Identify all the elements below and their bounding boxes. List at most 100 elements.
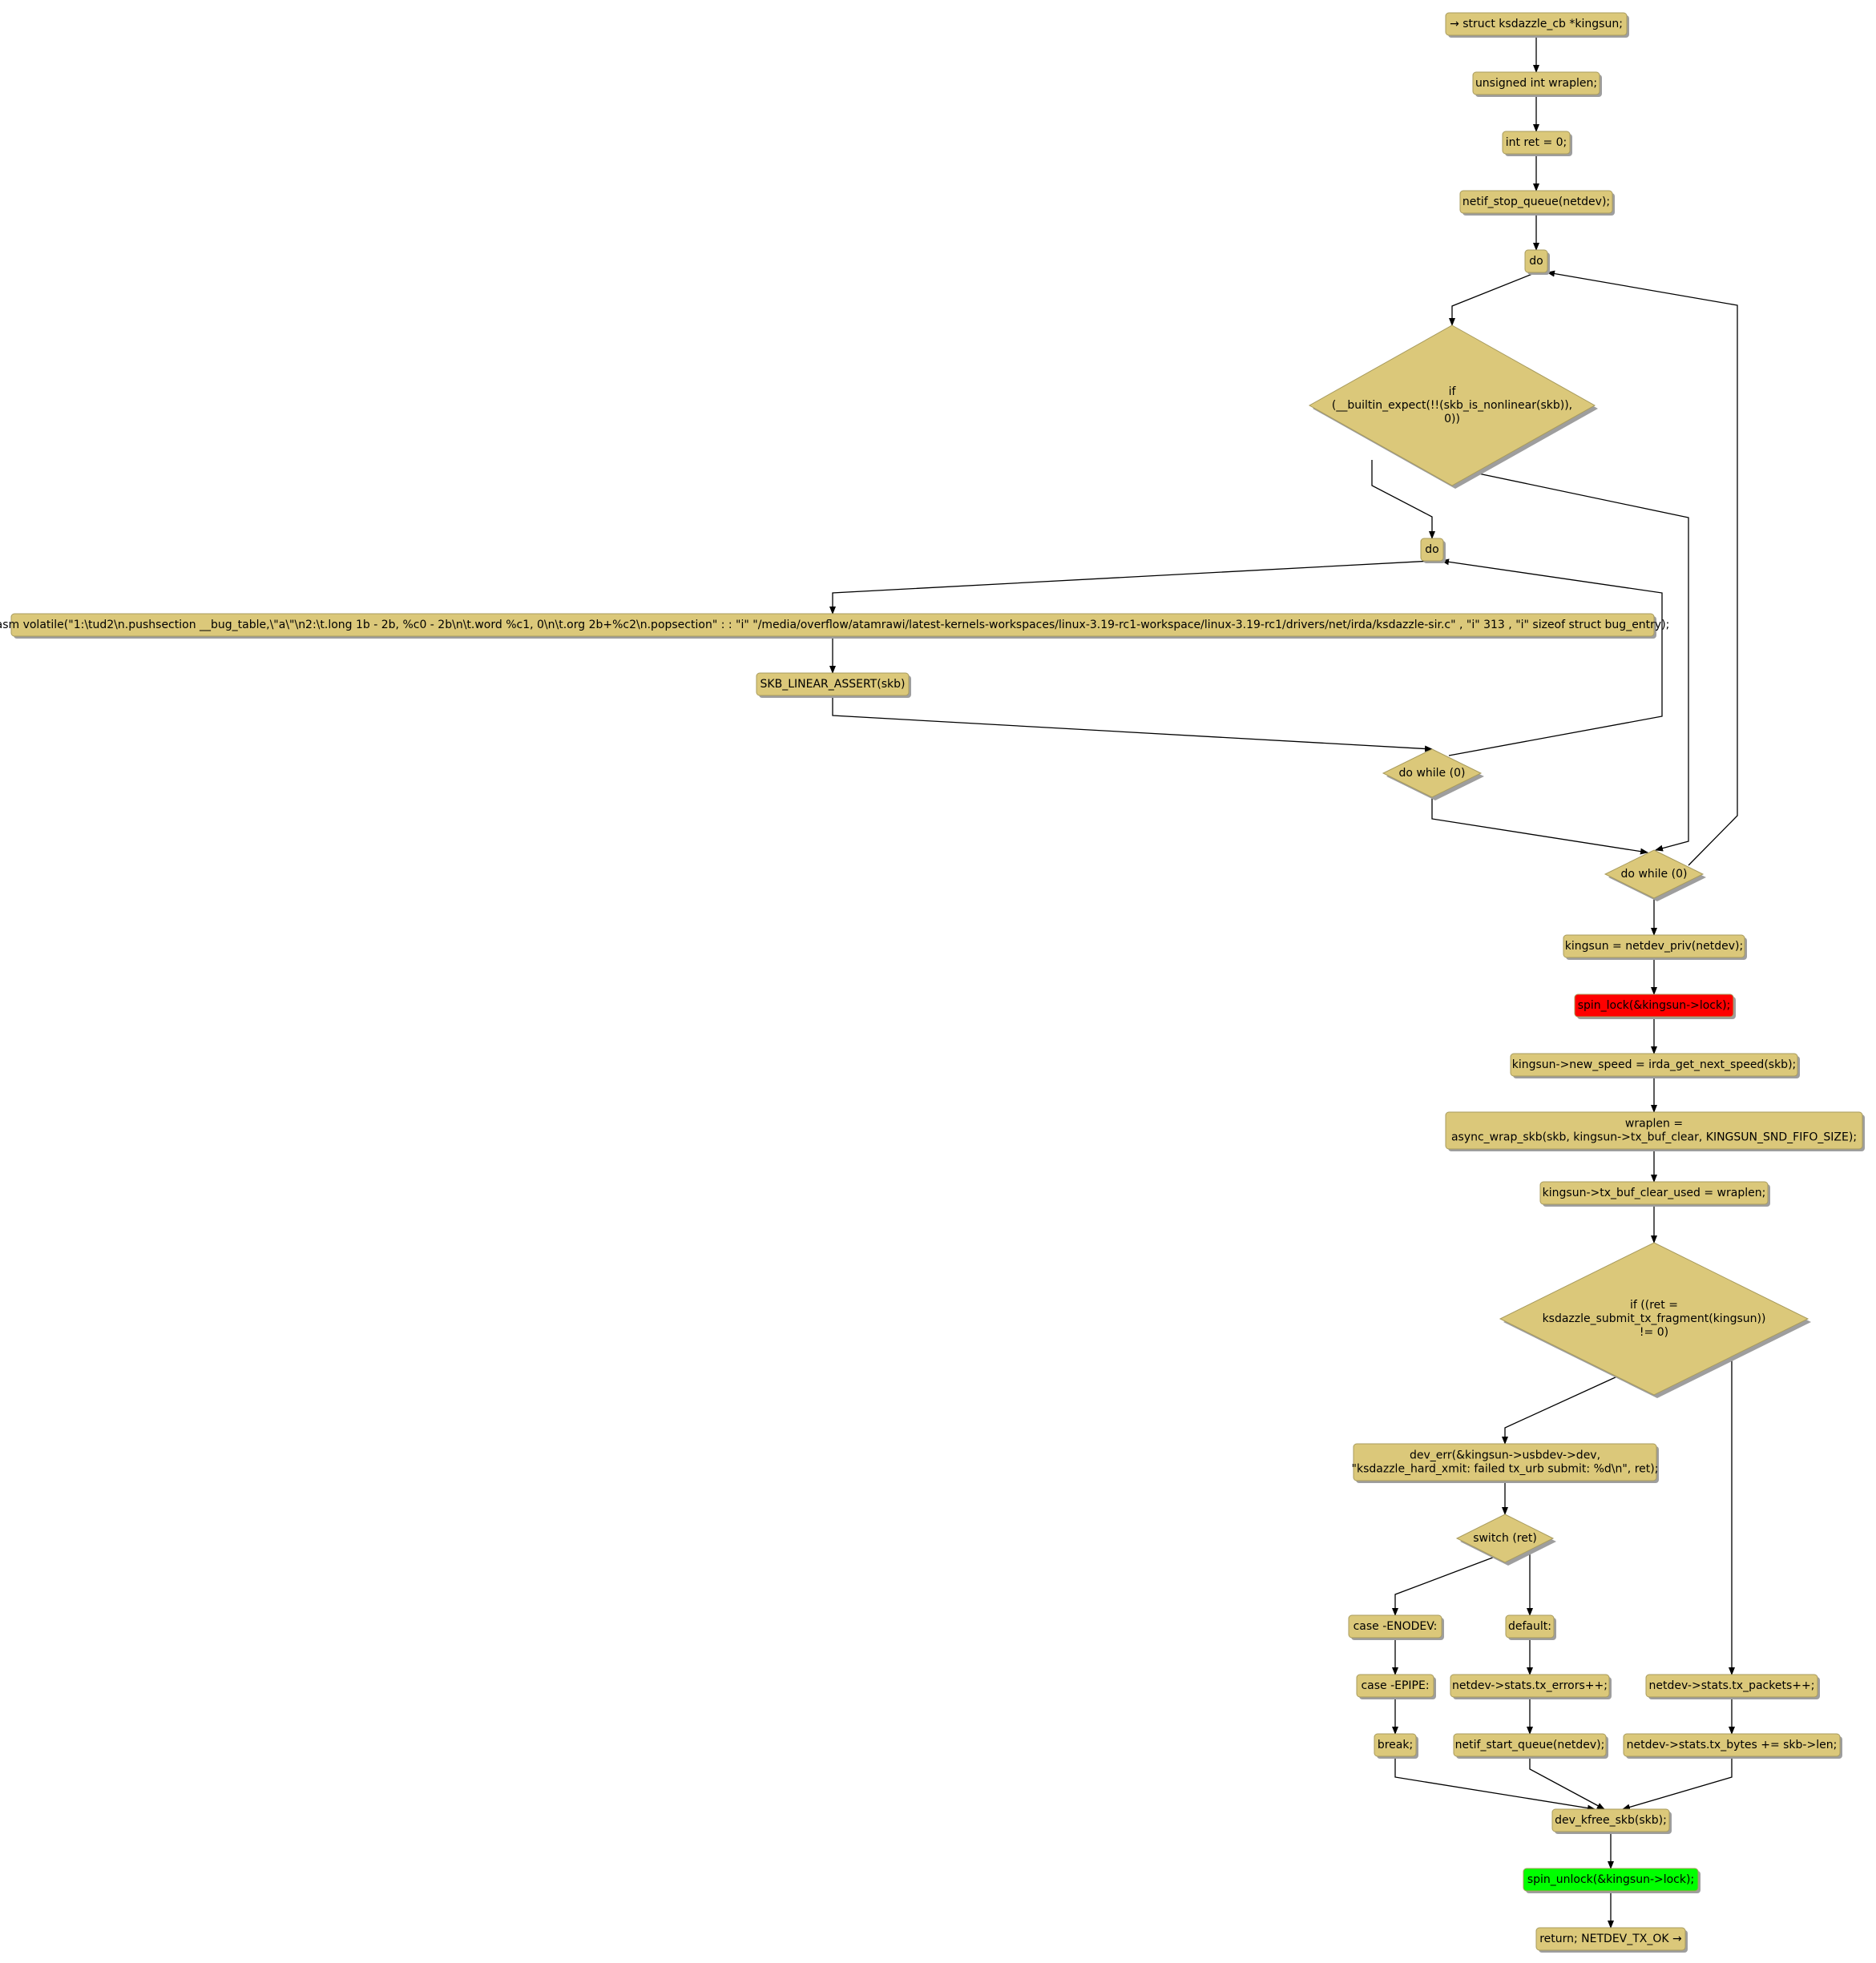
decision-builtin-expect-diamond [1308,324,1596,486]
node-tx-bytes-label: netdev->stats.tx_bytes += skb->len; [1627,1739,1838,1751]
node-wraplen-assign-box [1445,1111,1863,1150]
node-return-box [1535,1927,1686,1951]
node-dev-err-label-2: "ksdazzle_hard_xmit: failed tx_urb submi… [1352,1463,1659,1476]
node-new-speed: kingsun->new_speed = irda_get_next_speed… [1510,1053,1800,1078]
node-tx-errors-label: netdev->stats.tx_errors++; [1452,1679,1608,1692]
decision-do-while-inner-diamond [1382,748,1483,798]
decision-builtin-expect: if(__builtin_expect(!!(skb_is_nonlinear(… [1308,324,1598,489]
node-wraplen-assign-label-2: async_wrap_skb(skb, kingsun->tx_buf_clea… [1451,1131,1857,1144]
node-case-epipe-box [1356,1674,1434,1698]
decision-do-while-outer-label: do while (0) [1621,868,1688,881]
node-tx-packets-label: netdev->stats.tx_packets++; [1649,1679,1815,1692]
node-break-label: break; [1378,1739,1413,1751]
edge-23 [1392,1555,1498,1616]
node-do-inner-label: do [1425,543,1438,556]
decision-submit-fragment-label-3: != 0) [1640,1326,1668,1339]
node-do-outer-label: do [1529,255,1543,268]
decision-switch-ret: switch (ret) [1455,1514,1556,1566]
node-wraplen-assign-label-1: wraplen = [1625,1118,1683,1131]
decision-do-while-inner-label: do while (0) [1399,767,1466,780]
edge-32 [1622,1756,1733,1811]
node-return-label: return; NETDEV_TX_OK → [1539,1933,1682,1945]
node-struct-kingsun: → struct ksdazzle_cb *kingsun; [1445,12,1629,38]
node-netif-stop-queue-label: netif_stop_queue(netdev); [1462,195,1610,208]
edge-8 [829,560,1433,615]
node-spin-lock-box [1574,994,1734,1018]
node-default-label: default: [1508,1620,1551,1633]
node-case-epipe: case -EPIPE: [1356,1674,1436,1699]
decision-submit-fragment-diamond [1499,1242,1809,1396]
node-break-box [1374,1733,1417,1757]
node-case-enodev-label: case -ENODEV: [1354,1620,1438,1633]
node-netif-stop-queue: netif_stop_queue(netdev); [1459,190,1615,216]
node-dev-err-box [1353,1443,1657,1481]
node-new-speed-label: kingsun->new_speed = irda_get_next_speed… [1512,1058,1797,1071]
node-do-inner-box [1420,538,1444,562]
node-spin-unlock-label: spin_unlock(&kingsun->lock); [1527,1873,1694,1886]
node-asm-volatile-label: asm volatile("1:\tud2\n.pushsection __bu… [0,619,1669,631]
node-tx-bytes-box [1623,1733,1841,1757]
decision-switch-ret-diamond [1455,1514,1555,1563]
node-new-speed-box [1510,1053,1798,1077]
node-case-enodev-box [1348,1614,1442,1639]
node-dev-kfree-skb-box [1551,1808,1670,1832]
decision-switch-ret-label: switch (ret) [1473,1532,1537,1545]
node-netif-start-queue-label: netif_start_queue(netdev); [1455,1739,1605,1751]
node-case-epipe-label: case -EPIPE: [1361,1679,1429,1692]
decision-do-while-outer: do while (0) [1604,849,1706,901]
node-wraplen-assign: wraplen =async_wrap_skb(skb, kingsun->tx… [1445,1111,1865,1151]
node-skb-linear-assert-box [756,672,910,696]
node-break: break; [1374,1733,1418,1759]
node-do-inner: do [1420,538,1446,563]
node-spin-lock: spin_lock(&kingsun->lock); [1574,994,1736,1019]
edge-30 [1394,1756,1596,1812]
node-netif-start-queue-box [1453,1733,1607,1757]
node-spin-lock-label: spin_lock(&kingsun->lock); [1578,999,1731,1012]
decision-do-while-outer-diamond [1604,849,1705,899]
node-struct-kingsun-box [1445,12,1628,36]
node-asm-volatile: asm volatile("1:\tud2\n.pushsection __bu… [0,613,1669,639]
decision-builtin-expect-label-2: (__builtin_expect(!!(skb_is_nonlinear(sk… [1332,399,1572,412]
decision-submit-fragment-label-2: ksdazzle_submit_tx_fragment(kingsun)) [1543,1312,1766,1325]
node-dev-kfree-skb-label: dev_kfree_skb(skb); [1555,1814,1667,1827]
edge-12 [1431,797,1648,855]
node-do-outer: do [1524,249,1550,275]
decision-builtin-expect-label-1: if [1449,385,1457,398]
node-netdev-priv-box [1563,934,1745,958]
node-skb-linear-assert-label: SKB_LINEAR_ASSERT(skb) [760,678,906,691]
edge-11 [1441,558,1663,756]
node-tx-packets: netdev->stats.tx_packets++; [1645,1674,1820,1699]
node-int-ret: int ret = 0; [1502,131,1572,156]
decision-builtin-expect-label-3: 0)) [1444,413,1460,425]
node-struct-kingsun-label: → struct ksdazzle_cb *kingsun; [1450,18,1623,30]
edge-20 [1502,1376,1618,1445]
node-spin-unlock-box [1523,1868,1699,1892]
node-dev-err: dev_err(&kingsun->usbdev->dev,"ksdazzle_… [1352,1443,1659,1483]
node-int-ret-label: int ret = 0; [1506,136,1567,149]
node-netif-stop-queue-box [1459,190,1613,214]
node-tx-errors-box [1450,1674,1610,1698]
node-tx-packets-box [1645,1674,1818,1698]
node-asm-volatile-box [10,613,1655,637]
node-dev-kfree-skb: dev_kfree_skb(skb); [1551,1808,1672,1834]
decision-submit-fragment-label-1: if ((ret = [1630,1299,1678,1312]
node-case-enodev: case -ENODEV: [1348,1614,1444,1640]
edge-10 [832,695,1433,752]
node-int-ret-box [1502,131,1571,155]
node-tx-buf-clear-used-label: kingsun->tx_buf_clear_used = wraplen; [1543,1187,1766,1199]
node-do-outer-box [1524,249,1548,273]
node-return: return; NETDEV_TX_OK → [1535,1927,1688,1953]
edge-31 [1529,1756,1605,1810]
node-spin-unlock: spin_unlock(&kingsun->lock); [1523,1868,1701,1893]
node-default-box [1505,1614,1555,1639]
node-tx-errors: netdev->stats.tx_errors++; [1450,1674,1612,1699]
edges-layer [829,35,1738,1929]
decision-submit-fragment: if ((ret =ksdazzle_submit_tx_fragment(ki… [1499,1242,1811,1398]
node-unsigned-wraplen-box [1472,71,1600,95]
node-unsigned-wraplen: unsigned int wraplen; [1472,71,1602,97]
node-unsigned-wraplen-label: unsigned int wraplen; [1475,77,1597,90]
node-default: default: [1505,1614,1556,1640]
edge-7 [1474,472,1689,852]
node-tx-buf-clear-used: kingsun->tx_buf_clear_used = wraplen; [1539,1181,1770,1207]
